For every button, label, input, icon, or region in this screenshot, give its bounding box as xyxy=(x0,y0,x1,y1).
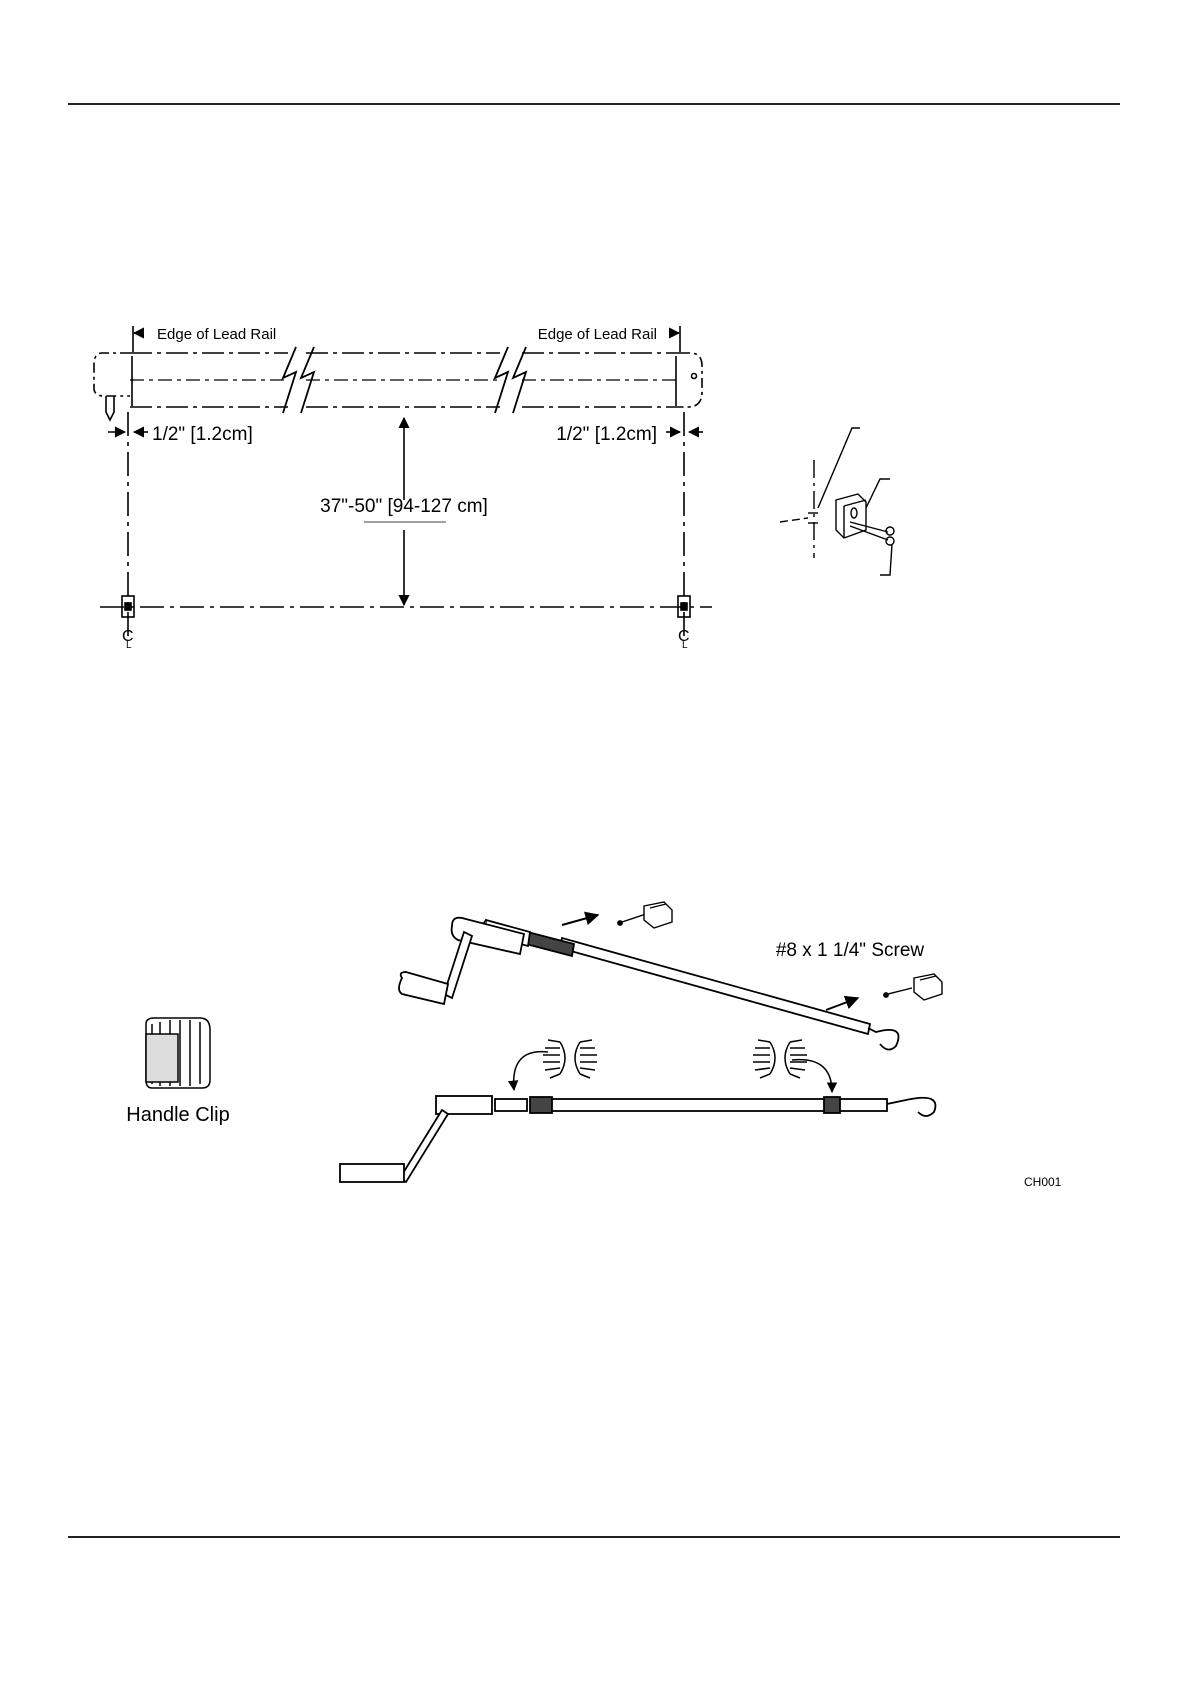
handle-clip-icon xyxy=(146,1018,210,1088)
handle-clip-caption: Handle Clip xyxy=(126,1104,229,1126)
crank-handle-lower xyxy=(340,1096,935,1182)
notched-clip-left xyxy=(514,1040,597,1090)
edge-label-right: Edge of Lead Rail xyxy=(538,326,657,343)
centerline-symbol-right-sub: L xyxy=(682,640,688,651)
rail-measurement-figure xyxy=(94,326,712,640)
height-range-label: 37"-50" [94-127 cm] xyxy=(320,496,488,517)
notched-clip-right xyxy=(753,1040,832,1092)
crank-handle-upper xyxy=(399,915,899,1050)
centerline-symbol-left-sub: L xyxy=(126,640,132,651)
edge-label-left: Edge of Lead Rail xyxy=(157,326,276,343)
offset-label-left: 1/2" [1.2cm] xyxy=(152,424,253,445)
bracket-detail-figure xyxy=(780,428,894,575)
screw-label: #8 x 1 1/4" Screw xyxy=(776,940,925,961)
figure-code: CH001 xyxy=(1024,1175,1062,1189)
offset-label-right: 1/2" [1.2cm] xyxy=(556,424,657,445)
lead-rail xyxy=(94,347,702,420)
